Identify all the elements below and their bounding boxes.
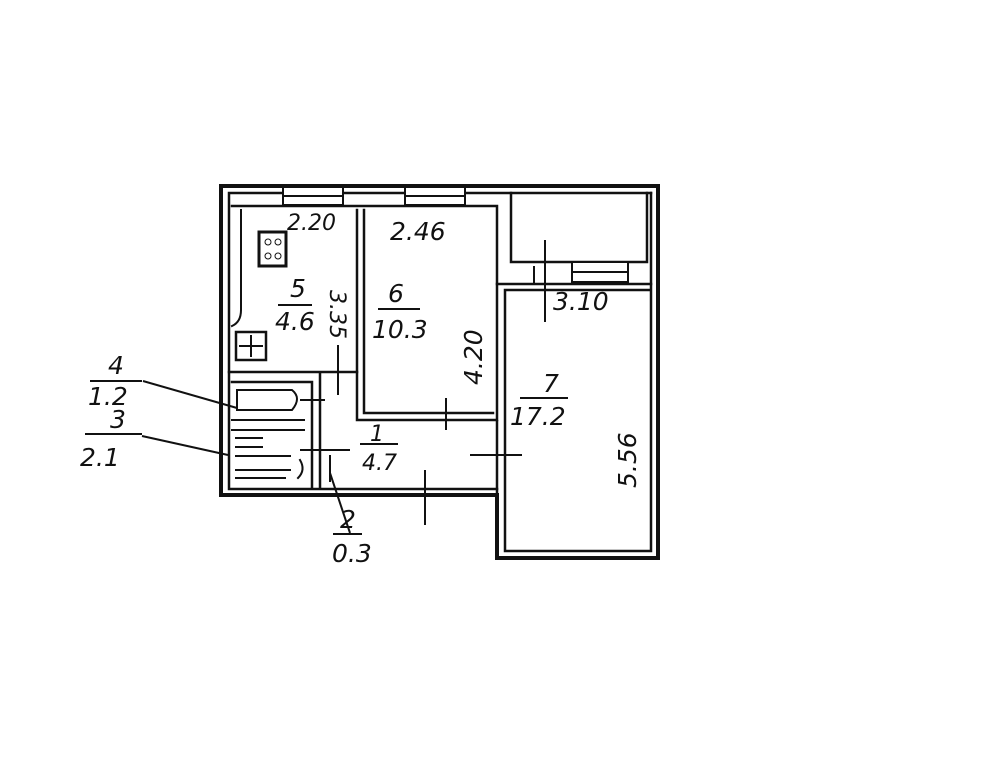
bathroom-block <box>227 370 359 490</box>
room-7-number: 7 <box>543 369 559 398</box>
balcony <box>495 191 653 322</box>
dim-kitchen-length: 3.35 <box>324 290 349 339</box>
room-4-number: 4 <box>108 351 124 380</box>
room-1-area: 4.7 <box>362 451 397 476</box>
room-2-number: 2 <box>340 505 356 534</box>
dim-room7-length: 5.56 <box>613 432 642 488</box>
dim-room6-length: 4.20 <box>459 329 488 385</box>
room-2-area: 0.3 <box>332 539 372 568</box>
room-6-number: 6 <box>388 279 404 308</box>
stove-icon <box>257 230 288 268</box>
dim-room6-width: 2.46 <box>390 217 446 246</box>
window-kitchen <box>282 186 344 206</box>
room-1-number: 1 <box>370 422 384 447</box>
fraction-bars <box>85 304 568 535</box>
room-4-area: 1.2 <box>88 382 128 411</box>
room-7-area: 17.2 <box>510 402 566 431</box>
leader-lines <box>141 380 351 534</box>
door-markers <box>424 398 522 525</box>
room-5-number: 5 <box>290 274 306 303</box>
room-3-area: 2.1 <box>80 443 120 472</box>
room-5-area: 4.6 <box>275 307 315 336</box>
dim-kitchen-width: 2.20 <box>287 211 336 236</box>
room-6-area: 10.3 <box>372 315 428 344</box>
dim-room7-width: 3.10 <box>553 287 609 316</box>
sink-icon <box>234 330 268 362</box>
kitchen-fixtures <box>230 209 339 395</box>
room-3-number: 3 <box>110 405 126 434</box>
window-room6 <box>404 186 466 206</box>
